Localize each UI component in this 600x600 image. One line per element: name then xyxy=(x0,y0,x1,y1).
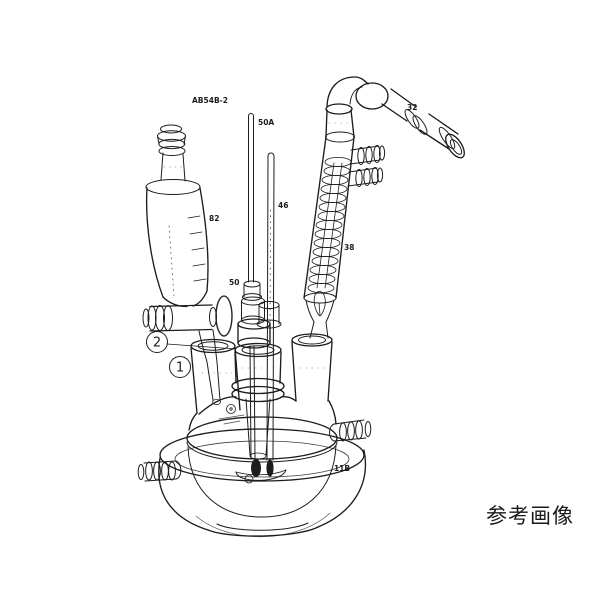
bottom-dish xyxy=(235,469,287,481)
distillation-adapter xyxy=(326,76,465,159)
coil-condenser xyxy=(303,103,386,339)
bath-left-barb xyxy=(137,460,182,482)
part-labels: AB54B-2 50A 32 82 46 38 50 11B xyxy=(192,96,417,473)
right-neck-joint xyxy=(291,333,333,402)
callouts: 2 1 xyxy=(146,331,237,378)
label-coil-condenser: 38 xyxy=(344,243,354,252)
callout-1: 1 xyxy=(176,361,184,376)
ink-root: AB54B-2 50A 32 82 46 38 50 11B 2 1 xyxy=(137,76,465,538)
bath-flask xyxy=(137,419,372,538)
center-neck-joint xyxy=(231,342,285,460)
callout-2: 2 xyxy=(153,336,161,351)
funnel-stopcock xyxy=(142,295,233,405)
thermometer xyxy=(256,152,282,477)
dropping-funnel xyxy=(145,124,209,308)
label-bath: 11B xyxy=(334,464,350,473)
stirrer-bearing xyxy=(237,280,271,349)
label-stirrer-rod: 50A xyxy=(258,118,274,127)
bath-right-barb xyxy=(329,419,372,442)
label-model: AB54B-2 xyxy=(192,96,228,105)
stirrer-rod xyxy=(244,113,261,484)
condenser-hose-barbs xyxy=(347,145,386,187)
reference-image-caption: 参考画像 xyxy=(486,504,574,528)
label-stirrer-bearing: 50 xyxy=(229,278,239,287)
label-distillation-adapter: 32 xyxy=(407,103,417,112)
label-dropping-funnel: 82 xyxy=(209,214,219,223)
label-thermometer: 46 xyxy=(278,201,288,210)
maker-logo xyxy=(218,404,245,425)
